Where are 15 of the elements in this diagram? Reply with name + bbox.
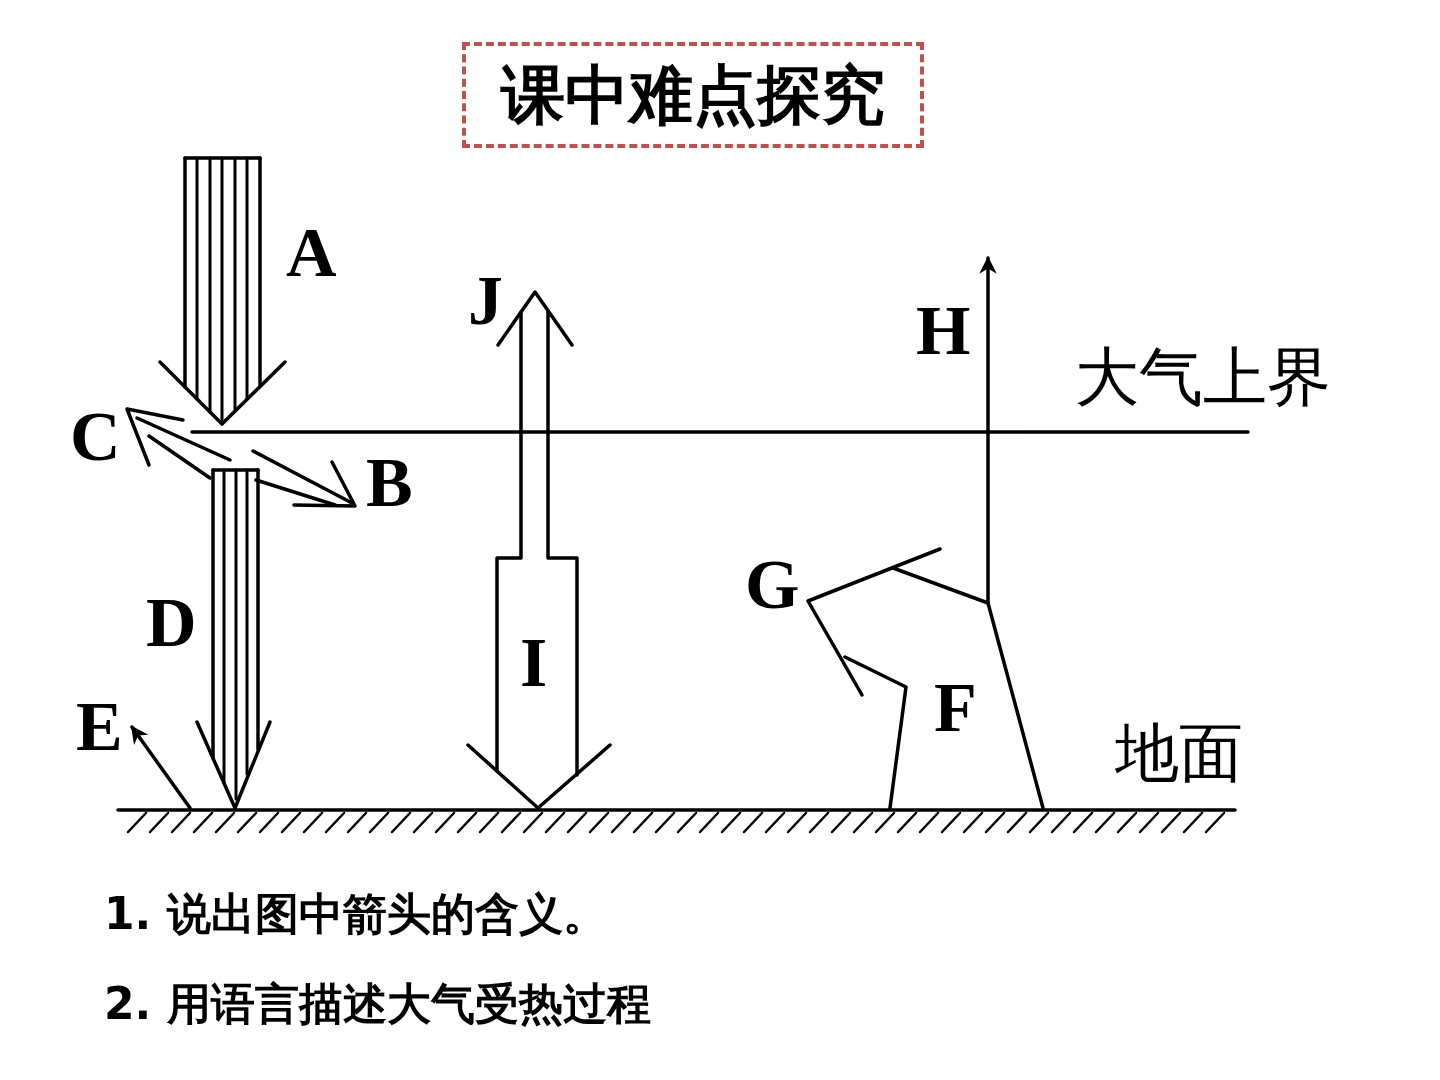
callout-letter: F — [934, 673, 977, 743]
layer-label: 大气上界 — [1075, 346, 1331, 410]
callout-letter: B — [366, 448, 413, 518]
question-text: 1. 说出图中箭头的含义。 — [104, 892, 607, 936]
callout-letter: I — [520, 628, 548, 698]
callout-letter: H — [916, 296, 971, 366]
callout-letter: E — [76, 692, 123, 762]
callout-letter: C — [70, 402, 121, 472]
callout-letter: A — [286, 218, 337, 288]
callout-letter: G — [745, 550, 800, 620]
callout-letter: J — [468, 266, 503, 336]
question-text: 2. 用语言描述大气受热过程 — [104, 982, 651, 1026]
title: 课中难点探究 — [462, 42, 924, 148]
callout-letter: D — [146, 588, 197, 658]
layer-label: 地面 — [1115, 722, 1243, 786]
